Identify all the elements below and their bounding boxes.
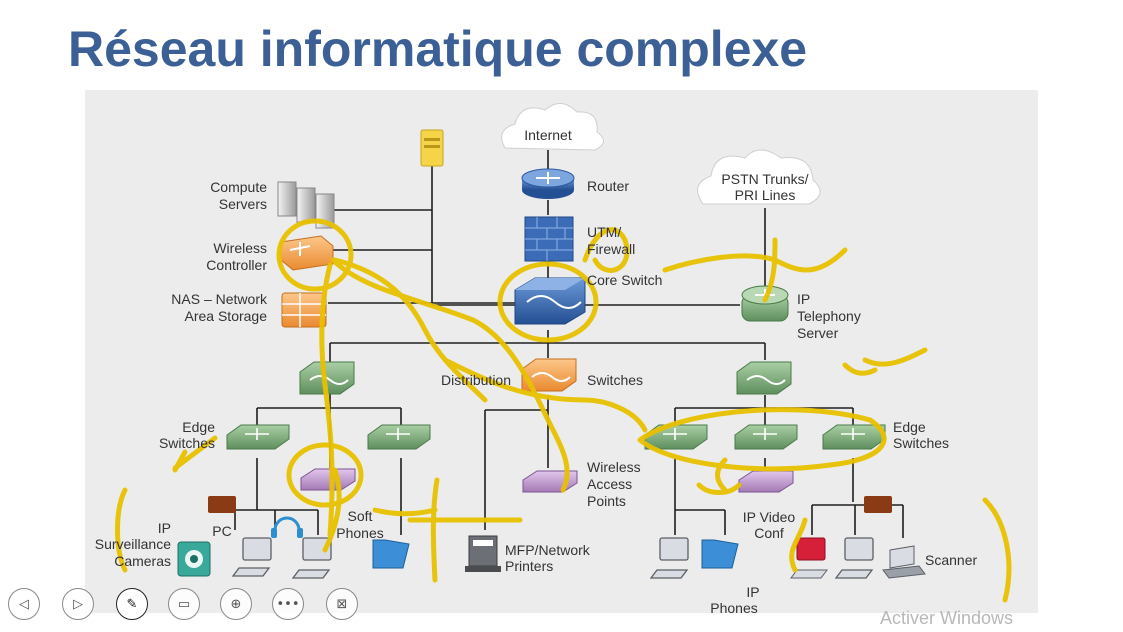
label-ipcam-3: Cameras bbox=[114, 553, 171, 569]
ip-camera-icon bbox=[177, 541, 211, 577]
distribution-switch-left-icon bbox=[299, 361, 355, 395]
ip-phone-icon bbox=[701, 539, 739, 569]
edge-switch-icon bbox=[367, 424, 431, 450]
display-settings-button[interactable]: ⊠ bbox=[326, 588, 358, 620]
label-ipvideo: IP Video bbox=[743, 509, 796, 525]
label-pc: PC bbox=[212, 523, 231, 539]
label-wap-1: Wireless bbox=[587, 459, 641, 475]
slide-title: Réseau informatique complexe bbox=[68, 21, 808, 77]
label-ip-tel-3: Server bbox=[797, 325, 839, 341]
label-phones: Phones bbox=[336, 525, 383, 541]
video-conf-icon bbox=[790, 537, 828, 579]
label-ip-tel-2: Telephony bbox=[797, 308, 861, 324]
pc-icon bbox=[231, 537, 272, 577]
label-mfp: MFP/Network bbox=[505, 542, 591, 558]
headset-icon bbox=[271, 516, 303, 538]
label-ipcam-2: Surveillance bbox=[95, 536, 171, 552]
label-soft: Soft bbox=[348, 508, 373, 524]
edge-switch-icon bbox=[734, 424, 798, 450]
nas-storage-icon bbox=[281, 292, 327, 328]
label-switches: Switches bbox=[587, 372, 643, 388]
label-firewall: Firewall bbox=[587, 241, 635, 257]
label-edge-left-2: Switches bbox=[159, 435, 215, 451]
label-ipcam-1: IP bbox=[158, 520, 171, 536]
mfp-printer-icon bbox=[465, 535, 501, 572]
label-pstn: PSTN Trunks/ bbox=[721, 171, 808, 187]
edge-switch-icon bbox=[226, 424, 290, 450]
previous-slide-button[interactable]: ◁ bbox=[8, 588, 40, 620]
label-nas: NAS – Network bbox=[171, 291, 268, 307]
label-core-switch: Core Switch bbox=[587, 272, 662, 288]
label-conf: Conf bbox=[754, 525, 784, 541]
label-utm: UTM/ bbox=[587, 224, 621, 240]
ip-phone-icon bbox=[372, 539, 410, 569]
label-router: Router bbox=[587, 178, 629, 194]
label-compute: Compute bbox=[210, 179, 267, 195]
label-printers: Printers bbox=[505, 558, 553, 574]
label-area-storage: Area Storage bbox=[185, 308, 268, 324]
edge-switch-icon bbox=[644, 424, 708, 450]
label-controller: Controller bbox=[206, 257, 267, 273]
label-wap-3: Points bbox=[587, 493, 626, 509]
router-icon bbox=[521, 168, 575, 199]
label-edge-left-1: Edge bbox=[182, 419, 215, 435]
ip-telephony-server-icon bbox=[741, 285, 789, 322]
label-edge-right-1: Edge bbox=[893, 419, 926, 435]
wireless-controller-icon bbox=[280, 235, 334, 271]
distribution-switch-right-icon bbox=[736, 361, 792, 395]
phone-icon bbox=[864, 496, 892, 513]
label-servers: Servers bbox=[219, 196, 267, 212]
pstn-cloud bbox=[697, 149, 821, 205]
label-distribution: Distribution bbox=[441, 372, 511, 388]
label-ipphones-1: IP bbox=[746, 584, 759, 600]
more-options-button[interactable]: ••• bbox=[272, 588, 304, 620]
wireless-ap-icon bbox=[738, 470, 794, 493]
pc-icon bbox=[291, 537, 332, 579]
phone-icon bbox=[208, 496, 236, 513]
next-slide-button[interactable]: ▷ bbox=[62, 588, 94, 620]
pc-icon bbox=[649, 537, 689, 579]
firewall-icon bbox=[524, 216, 574, 262]
activation-watermark: Activer Windows bbox=[880, 608, 1014, 628]
edge-switch-icon bbox=[822, 424, 886, 450]
label-edge-right-2: Switches bbox=[893, 435, 949, 451]
pc-icon bbox=[834, 537, 874, 579]
core-switch-icon bbox=[514, 277, 586, 325]
server-icon bbox=[420, 129, 444, 167]
zoom-button[interactable]: ⊕ bbox=[220, 588, 252, 620]
subtitles-button[interactable]: ▭ bbox=[168, 588, 200, 620]
label-scanner: Scanner bbox=[925, 552, 977, 568]
label-wap-2: Access bbox=[587, 476, 632, 492]
scanner-icon bbox=[882, 545, 926, 579]
label-internet: Internet bbox=[524, 127, 572, 143]
label-ip-tel-1: IP bbox=[797, 291, 810, 307]
wireless-ap-icon bbox=[300, 468, 356, 491]
internet-cloud bbox=[501, 103, 604, 151]
label-pri: PRI Lines bbox=[735, 187, 796, 203]
pen-tool-button[interactable]: ✎ bbox=[116, 588, 148, 620]
network-diagram: Internet Router UTM/ Firewall Core Switc… bbox=[85, 90, 1038, 613]
label-ipphones-2: Phones bbox=[710, 600, 757, 613]
pen-annotations bbox=[115, 218, 1012, 603]
label-wireless: Wireless bbox=[213, 240, 267, 256]
